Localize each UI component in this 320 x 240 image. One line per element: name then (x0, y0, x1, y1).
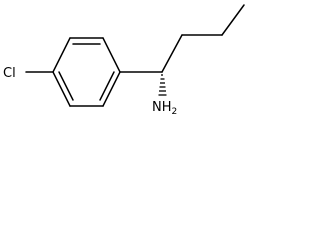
ring-bond (52, 37, 71, 73)
ring-bond (52, 71, 71, 107)
amine-label: NH2 (152, 100, 177, 117)
chemical-structure: Cl NH2 (3, 4, 245, 117)
chain-bond (221, 4, 245, 36)
benzene-ring (52, 37, 121, 107)
chain-bond (161, 34, 183, 73)
ring-bond (102, 71, 121, 107)
hashed-wedge-bond (158, 74, 167, 96)
ring-double-bond (58, 71, 74, 101)
ring-bond (102, 37, 121, 73)
ring-double-bond (99, 71, 115, 101)
chlorine-label: Cl (3, 66, 16, 81)
